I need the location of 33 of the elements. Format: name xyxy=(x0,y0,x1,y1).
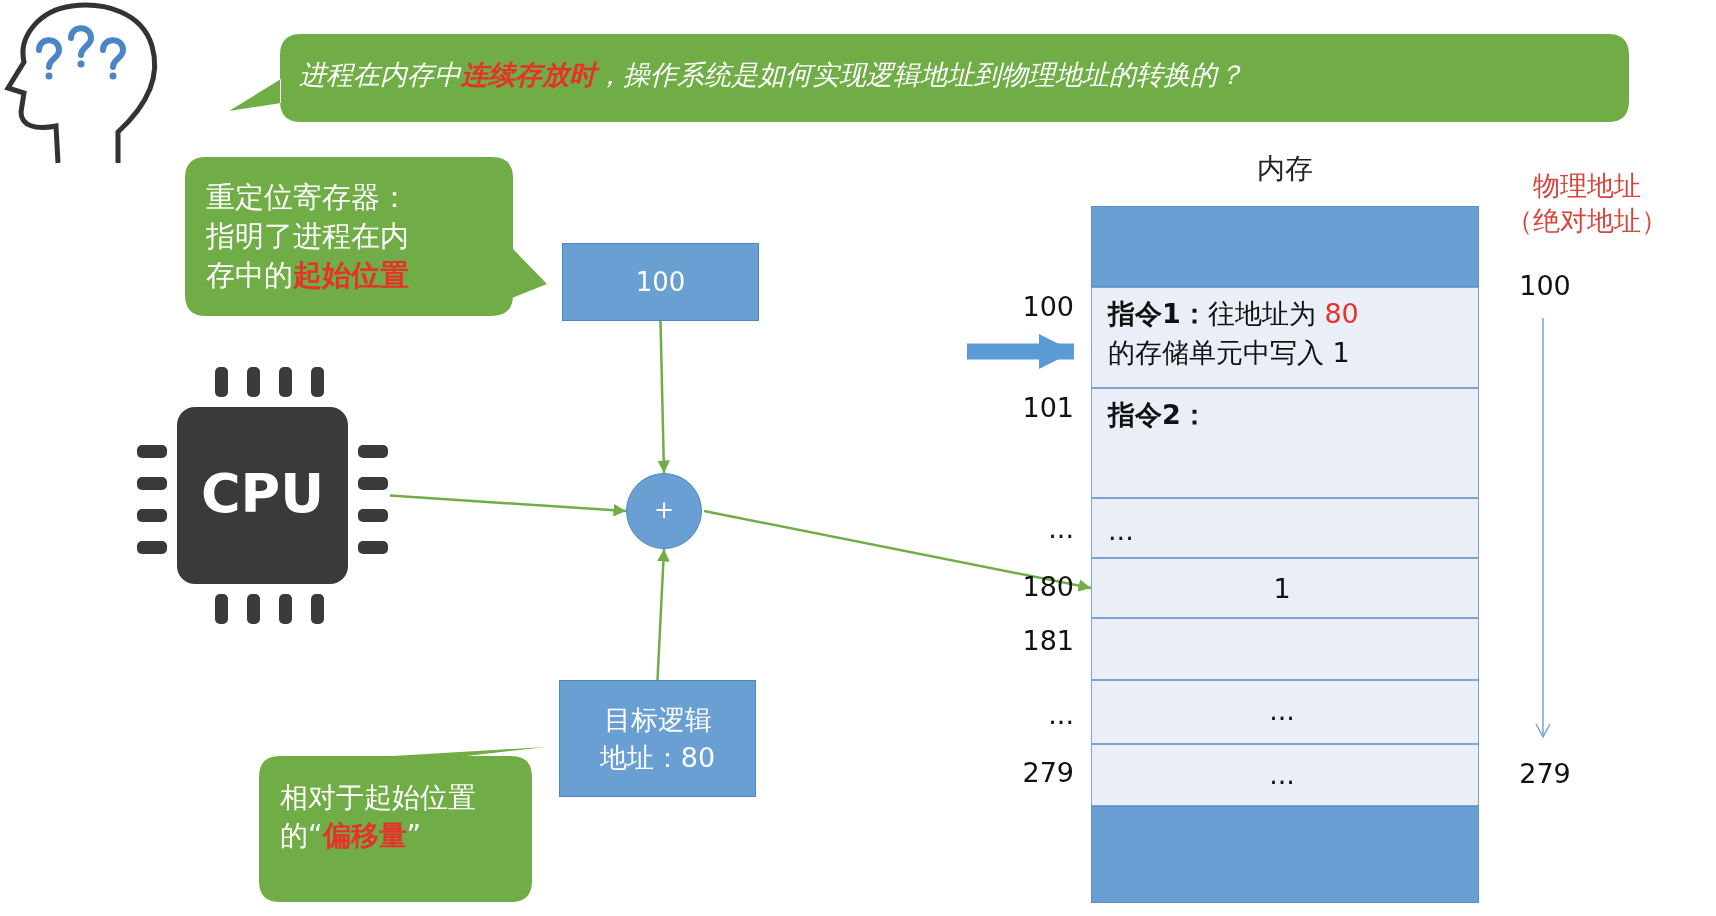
register-box xyxy=(562,243,759,321)
address-number: 279 xyxy=(1518,757,1572,791)
address-number: 101 xyxy=(1021,392,1074,423)
address-number: 180 xyxy=(1021,571,1074,602)
address-number: 279 xyxy=(1021,757,1074,788)
cell-text: ... xyxy=(1268,694,1296,728)
logical-address-box xyxy=(559,680,756,797)
box-text: 目标逻辑地址：80 xyxy=(598,702,717,775)
memory-heading: 内存 xyxy=(1256,151,1314,187)
address-number: ... xyxy=(1047,699,1074,730)
block-arrow xyxy=(967,333,1074,370)
arrow xyxy=(703,509,1092,592)
address-number: 100 xyxy=(1021,291,1074,322)
axis-caption: 物理地址（绝对地址） xyxy=(1505,169,1669,239)
box-text: 100 xyxy=(634,265,687,299)
memory-block xyxy=(1091,206,1479,287)
callout-text: 相对于起始位置的“偏移量” xyxy=(280,780,477,854)
memory-block xyxy=(1091,806,1479,903)
arrow xyxy=(389,494,627,517)
callout-text: 进程在内存中连续存放时，操作系统是如何实现逻辑地址到物理地址的转换的？ xyxy=(299,58,1245,92)
cell-text: 指令2： xyxy=(1108,398,1209,432)
plus-sign: + xyxy=(653,495,675,527)
address-number: 181 xyxy=(1021,625,1074,656)
cell-text: 1 xyxy=(1272,572,1292,606)
arrow xyxy=(657,320,670,474)
arrow xyxy=(656,548,670,681)
cell-text: 指令1：往地址为 80 的存储单元中写入 1 xyxy=(1108,297,1360,371)
cell-text: ... xyxy=(1108,514,1135,548)
cell-text: ... xyxy=(1268,758,1296,792)
chip-label: CPU xyxy=(199,461,326,527)
callout-text: 重定位寄存器：指明了进程在内存中的起始位置 xyxy=(206,179,410,295)
address-number: 100 xyxy=(1518,269,1572,303)
address-number: ... xyxy=(1047,513,1074,544)
